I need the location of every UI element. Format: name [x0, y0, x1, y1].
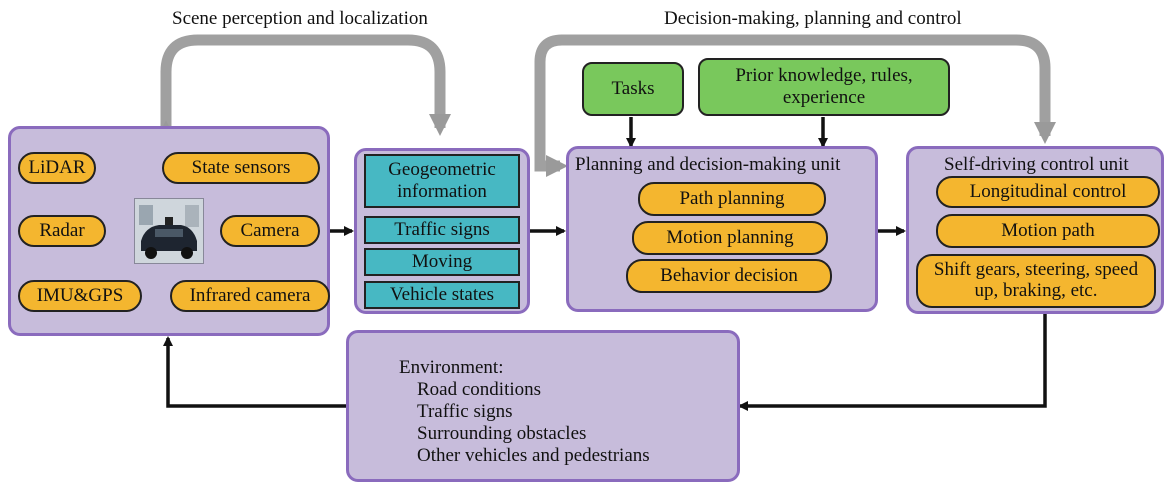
perception-caption: Scene perception and localization — [172, 8, 428, 29]
decision-feedback-arrow — [534, 34, 1056, 172]
geogeometric-box: Geogeometric information — [364, 154, 520, 208]
moving-box: Moving — [364, 248, 520, 276]
tasks-box: Tasks — [582, 62, 684, 116]
motion-planning-box: Motion planning — [632, 221, 828, 255]
car-illustration-icon — [135, 199, 203, 263]
environment-item: Surrounding obstacles — [417, 423, 587, 444]
lidar-box: LiDAR — [18, 152, 96, 184]
control-unit-title: Self-driving control unit — [944, 154, 1129, 175]
motion-path-box: Motion path — [936, 214, 1160, 248]
vehicle-photo — [134, 198, 204, 264]
perception-feedback-arrow — [155, 34, 451, 142]
state-sensors-box: State sensors — [162, 152, 320, 184]
vehicle-states-box: Vehicle states — [364, 281, 520, 309]
decision-caption: Decision-making, planning and control — [664, 8, 962, 29]
actions-box: Shift gears, steering, speed up, braking… — [916, 254, 1156, 308]
imu-gps-box: IMU&GPS — [18, 280, 142, 312]
environment-heading: Environment: — [399, 357, 504, 378]
environment-panel: Environment: Road conditions Traffic sig… — [346, 330, 740, 482]
radar-box: Radar — [18, 215, 106, 247]
camera-box: Camera — [220, 215, 320, 247]
behavior-decision-box: Behavior decision — [626, 259, 832, 293]
infrared-camera-box: Infrared camera — [170, 280, 330, 312]
path-planning-box: Path planning — [638, 182, 826, 216]
traffic-signs-box: Traffic signs — [364, 216, 520, 244]
prior-knowledge-box: Prior knowledge, rules, experience — [698, 58, 950, 116]
environment-item: Other vehicles and pedestrians — [417, 445, 650, 466]
longitudinal-control-box: Longitudinal control — [936, 176, 1160, 208]
environment-item: Traffic signs — [417, 401, 513, 422]
environment-item: Road conditions — [417, 379, 542, 400]
planning-unit-title: Planning and decision-making unit — [575, 154, 841, 175]
